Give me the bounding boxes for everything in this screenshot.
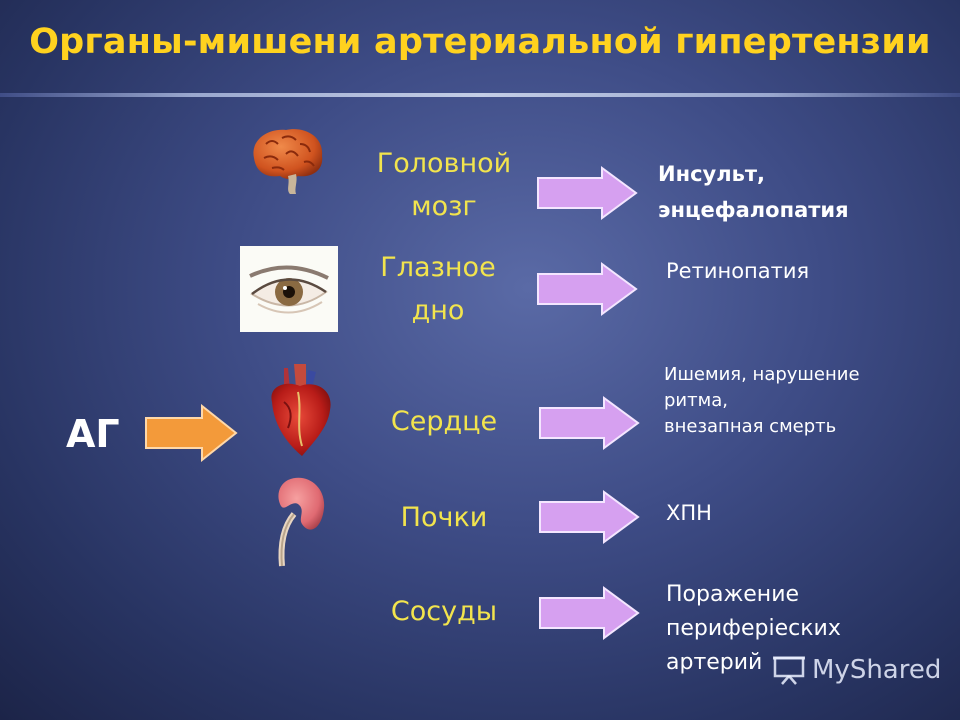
result-line: Ретинопатия — [666, 259, 810, 283]
result-kidney: ХПН — [666, 498, 712, 528]
organ-line: мозг — [411, 191, 477, 222]
arrow-right-icon — [539, 396, 640, 450]
organ-line: Сердце — [390, 406, 498, 437]
source-label: АГ — [66, 412, 120, 456]
organ-label-heart: Сердце — [354, 400, 534, 443]
result-vessels: Поражение периферieских артерий — [666, 578, 841, 680]
arrow-right-icon — [537, 262, 638, 316]
arrow-right-icon — [539, 490, 640, 544]
presentation-icon — [773, 656, 805, 685]
result-line: Поражение — [666, 582, 800, 607]
kidney-icon — [278, 477, 325, 567]
watermark: MyShared — [772, 655, 941, 685]
result-line: энцефалопатия — [658, 198, 849, 222]
result-line: периферieских — [666, 616, 841, 641]
result-line: ХПН — [666, 501, 712, 525]
eye-icon — [249, 265, 329, 314]
title-divider — [0, 93, 960, 97]
organ-line: Почки — [400, 502, 488, 533]
watermark-text: MyShared — [812, 655, 942, 685]
result-line: Ишемия, нарушение — [664, 364, 860, 385]
result-heart: Ишемия, нарушение ритма, внезапная смерт… — [664, 362, 860, 440]
organ-line: Сосуды — [390, 596, 498, 627]
organ-label-eye: Глазное дно — [348, 246, 528, 332]
arrow-right-icon — [539, 586, 640, 640]
heart-icon — [271, 364, 331, 456]
brain-icon — [253, 129, 323, 194]
result-line: внезапная смерть — [664, 416, 837, 437]
slide-title: Органы-мишени артериальной гипертензии — [29, 22, 931, 62]
organ-line: Головной — [376, 148, 512, 179]
organ-label-vessels: Сосуды — [354, 590, 534, 633]
organ-line: Глазное — [380, 252, 496, 283]
result-brain: Инсульт, энцефалопатия — [658, 156, 849, 228]
result-eye: Ретинопатия — [666, 256, 809, 286]
result-line: Инсульт, — [658, 162, 766, 186]
result-line: ритма, — [664, 390, 728, 411]
organ-label-kidney: Почки — [354, 496, 534, 539]
organ-label-brain: Головной мозг — [354, 142, 534, 228]
eye-image-frame — [240, 246, 338, 332]
arrow-right-icon — [537, 166, 638, 220]
organ-line: дно — [411, 295, 465, 326]
result-line: артерий — [666, 650, 763, 675]
arrow-right-icon — [145, 404, 238, 462]
